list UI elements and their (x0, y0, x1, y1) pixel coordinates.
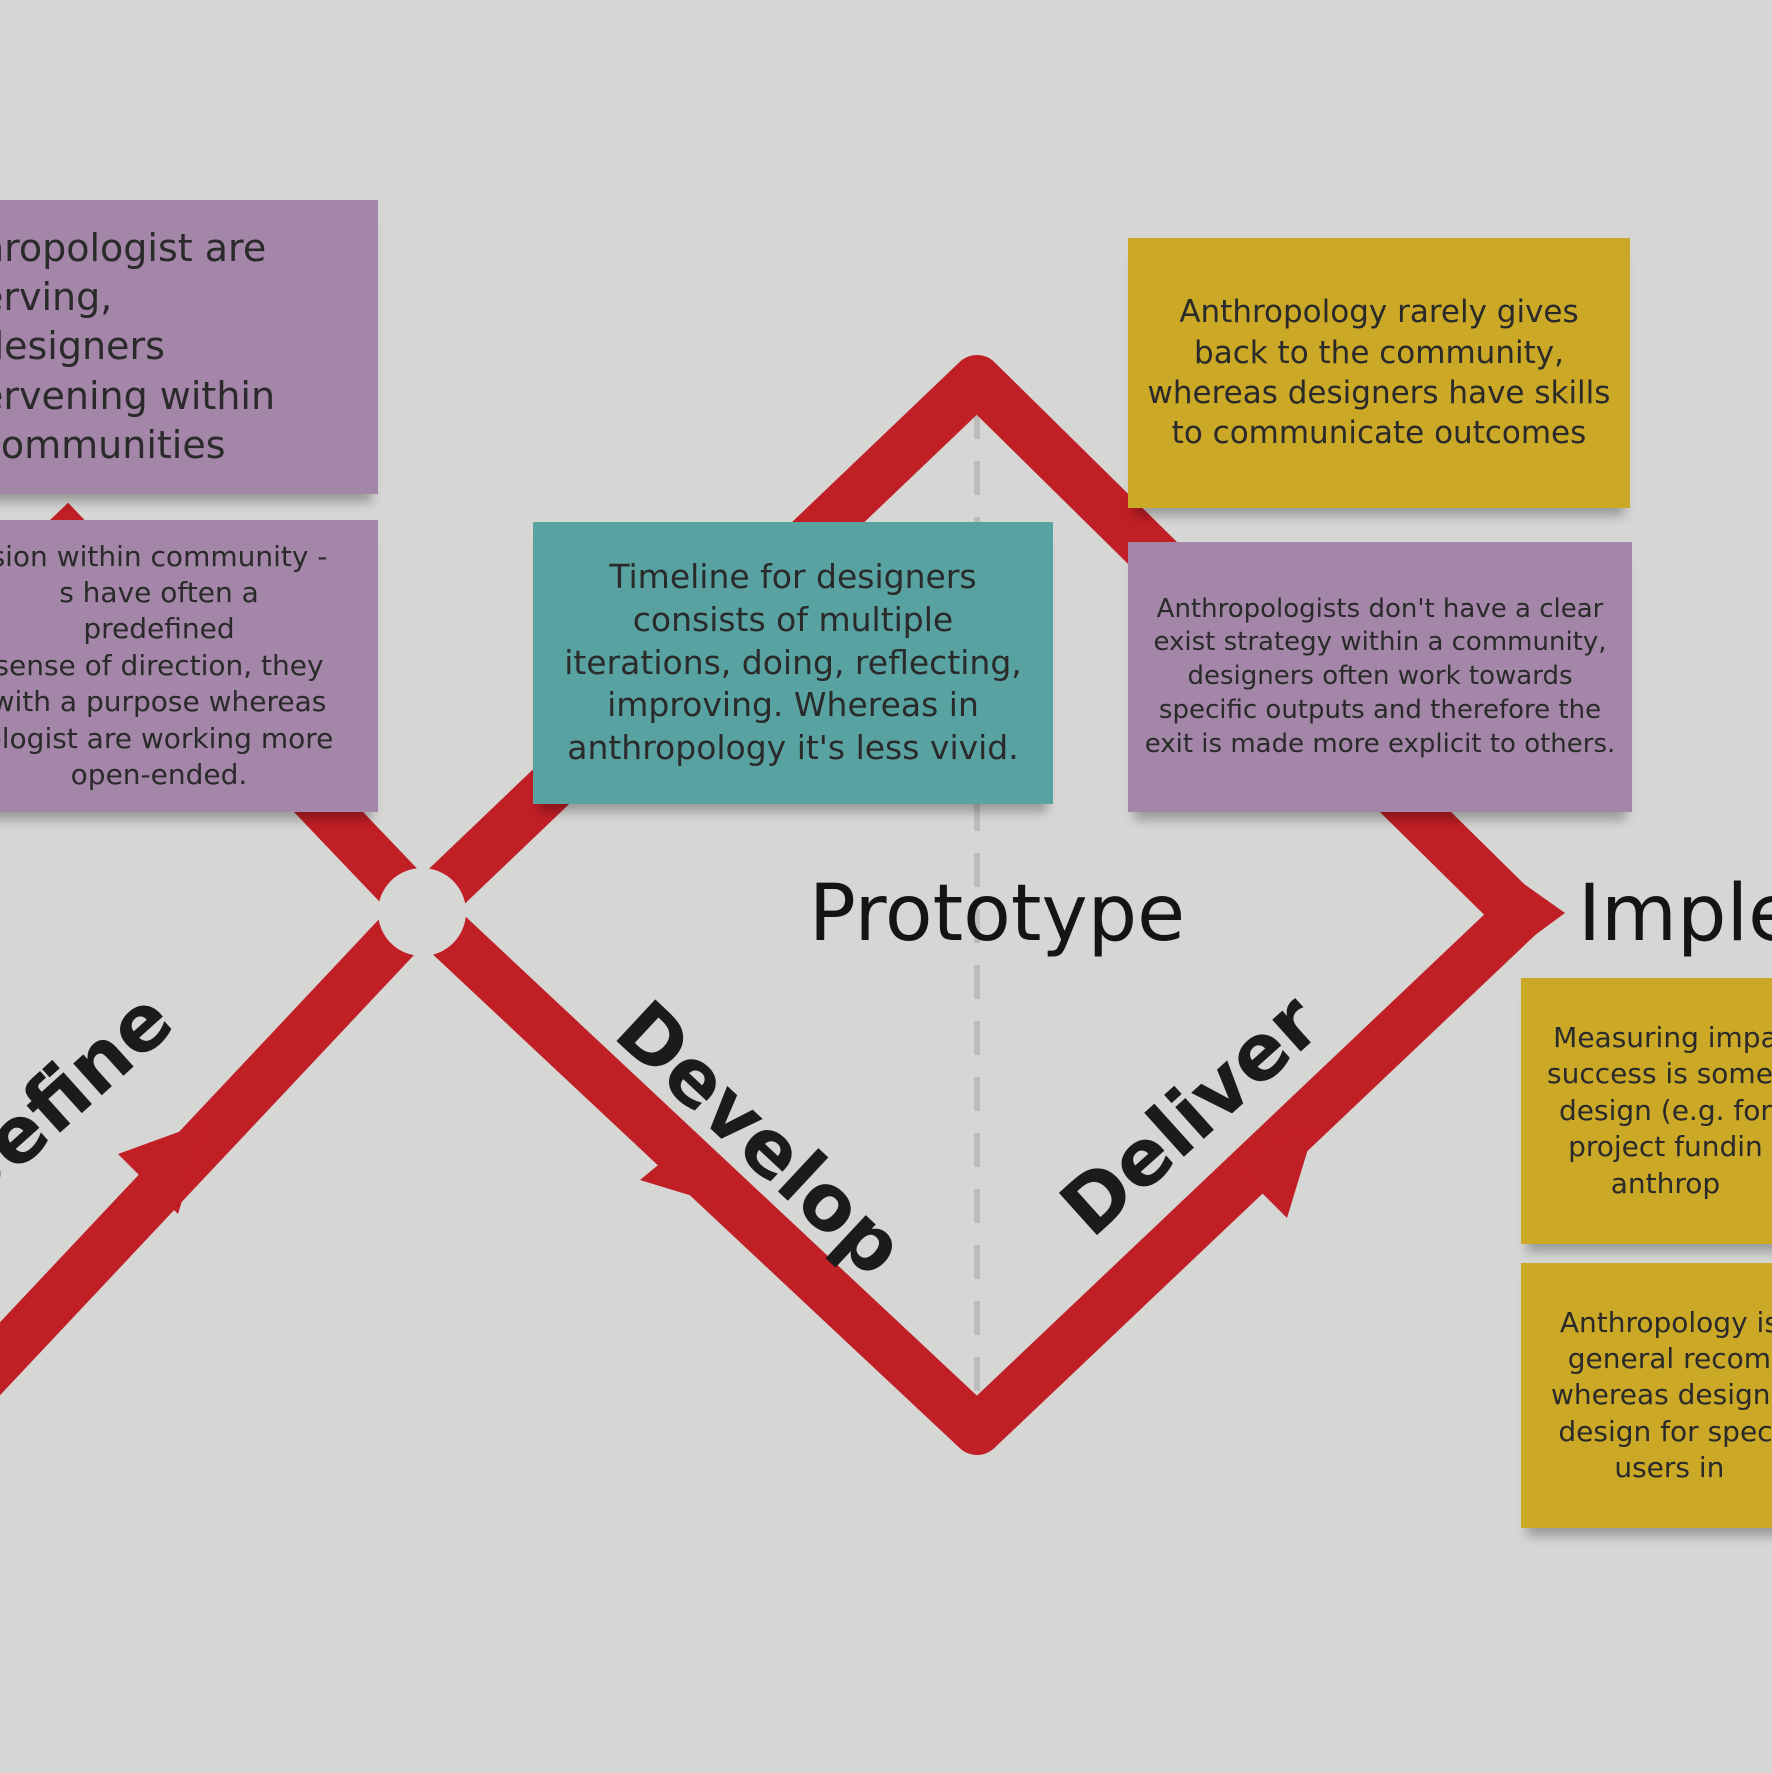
note-exit-strategy: Anthropologists don't have a clear exist… (1128, 542, 1632, 812)
milestone-label-prototype: Prototype (809, 869, 1185, 959)
note-gives-back-community: Anthropology rarely gives back to the co… (1128, 238, 1630, 508)
junction-circle (378, 868, 466, 956)
develop-arrow-icon (640, 1133, 722, 1205)
note-designer-timeline: Timeline for designers consists of multi… (533, 522, 1053, 804)
milestone-label-implement: Imple (1578, 869, 1772, 959)
note-general-recommendations: Anthropology is general recom whereas de… (1521, 1263, 1772, 1528)
deliver-arrow-icon (1227, 1126, 1315, 1218)
define-arrow-icon (118, 1122, 206, 1214)
implement-vertex-point (1490, 860, 1565, 968)
note-measuring-impact: Measuring impa success is somet design (… (1521, 978, 1772, 1244)
